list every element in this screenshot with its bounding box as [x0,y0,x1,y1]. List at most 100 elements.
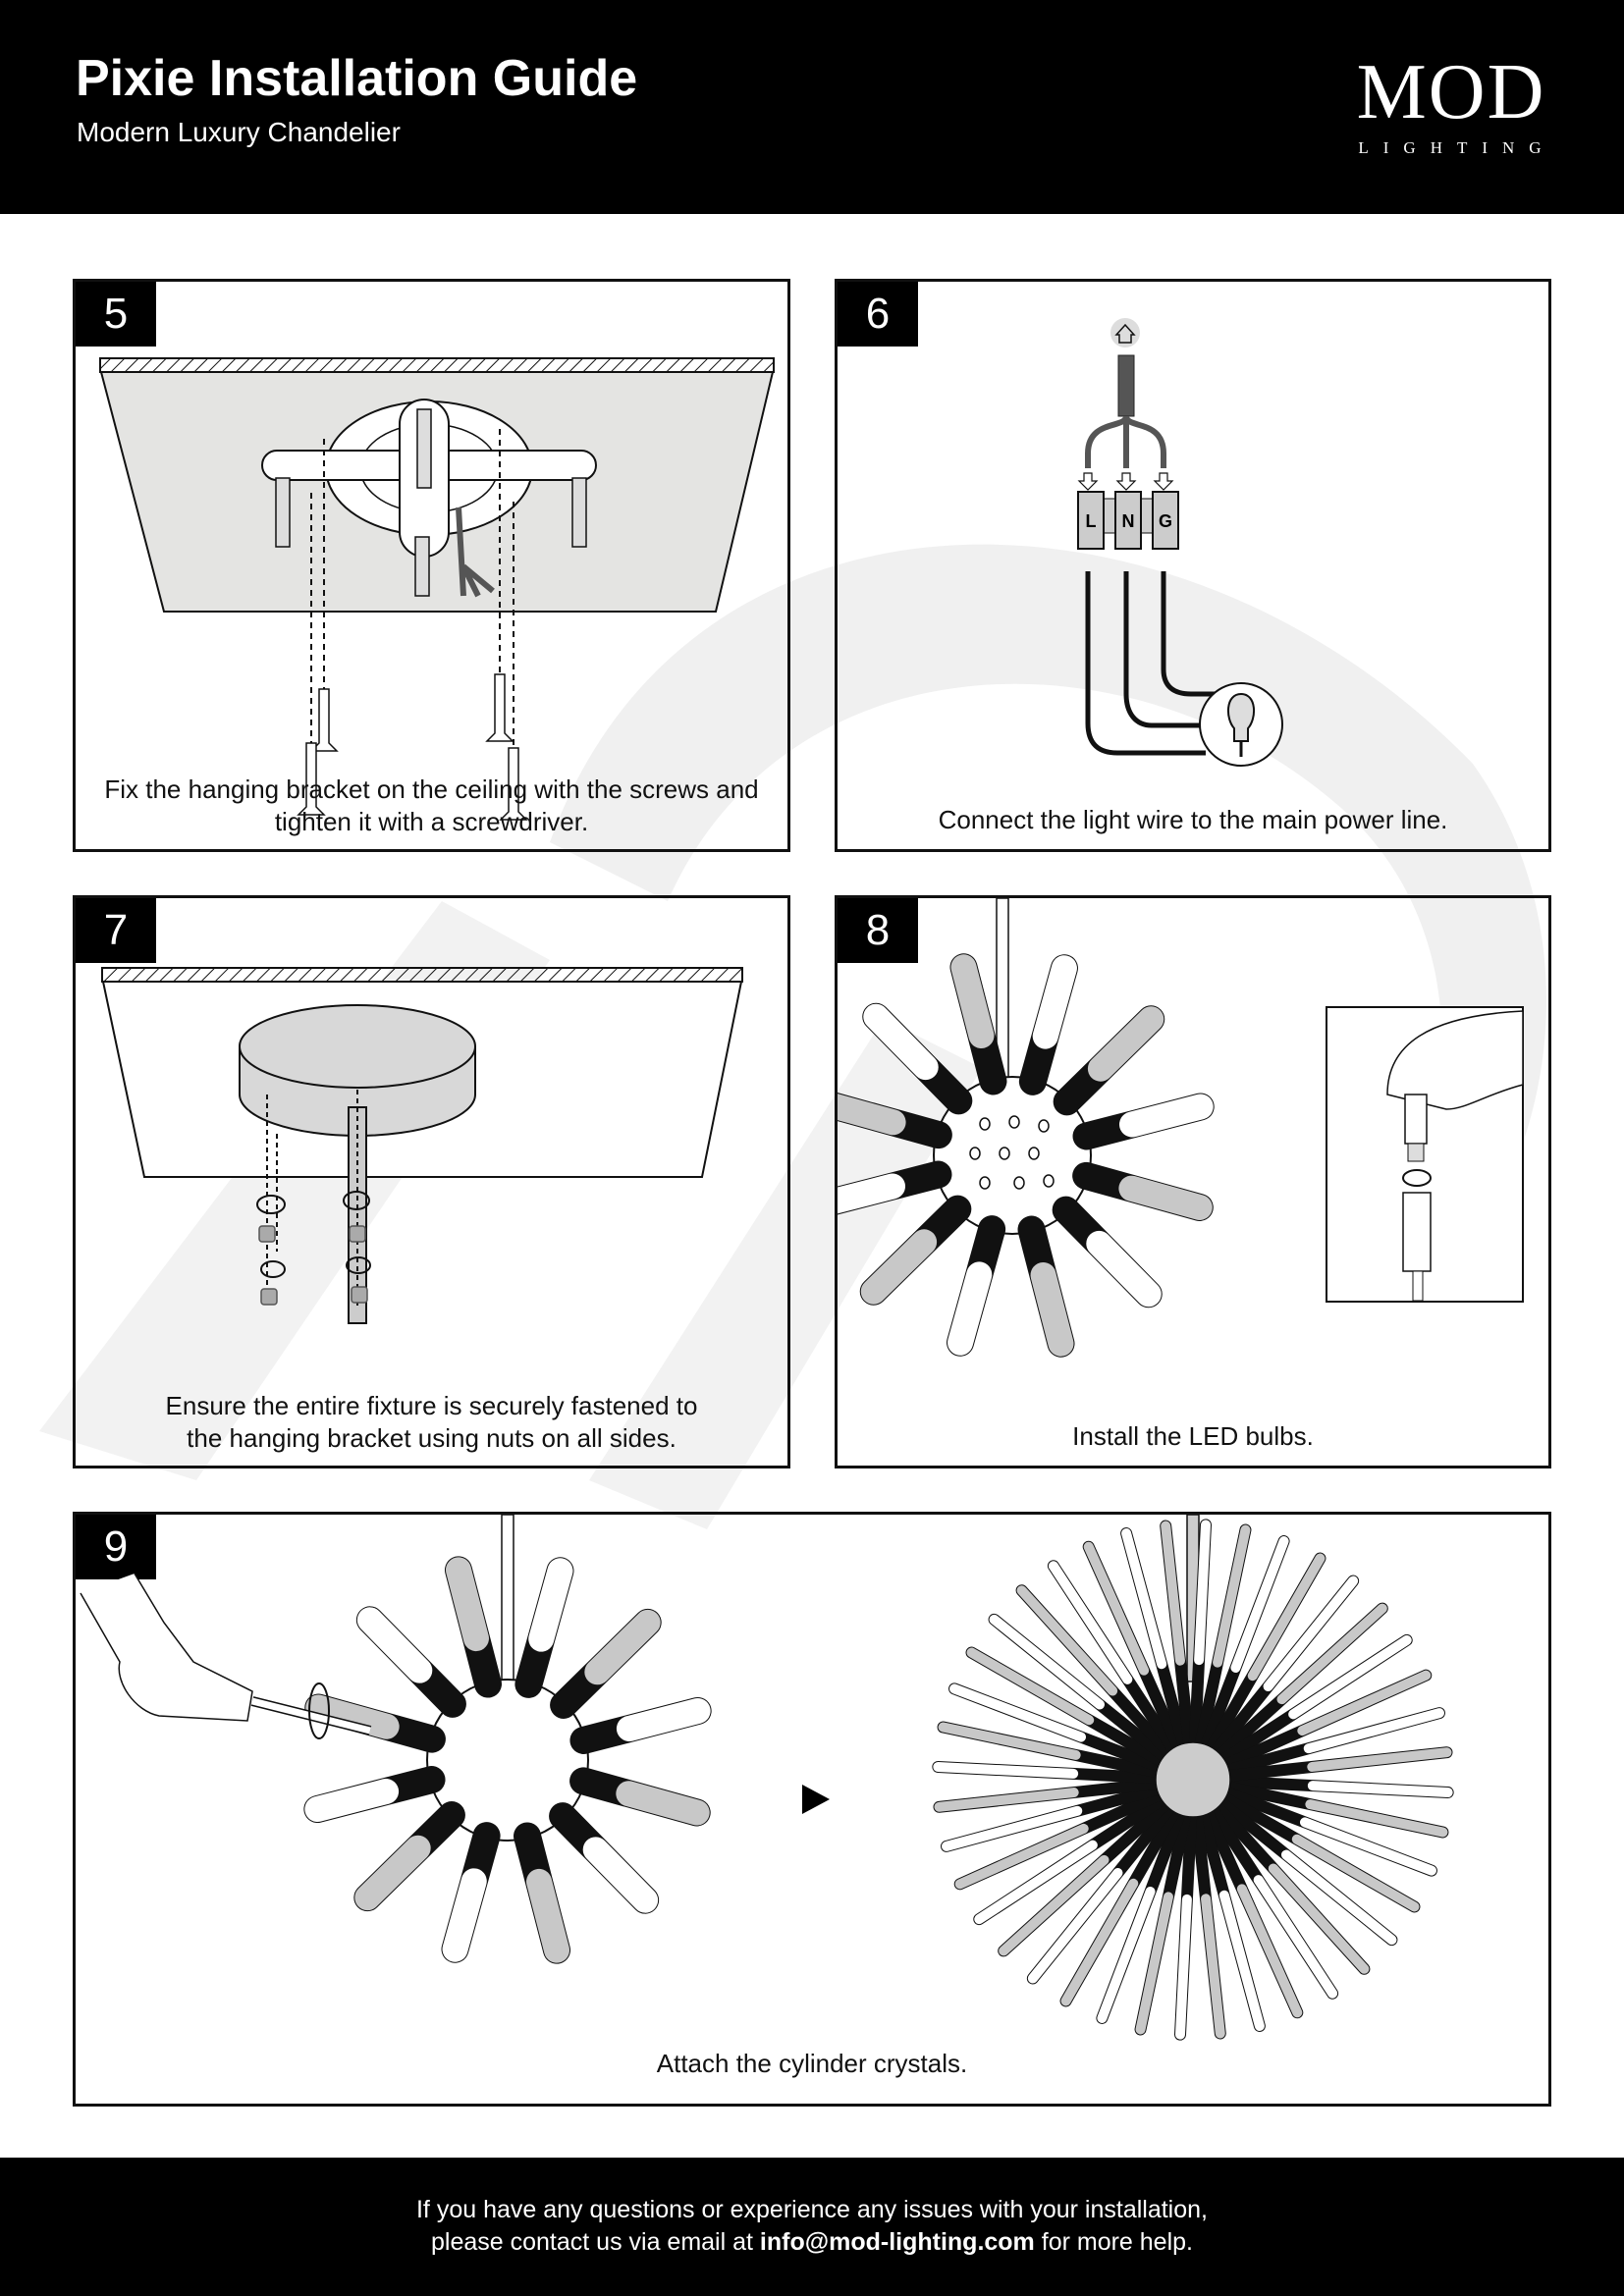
step-number: 7 [76,898,156,963]
page-footer: If you have any questions or experience … [0,2158,1624,2296]
crystal-cylinder [1194,1520,1211,1666]
socket [1402,1192,1432,1272]
step-number: 6 [838,282,918,347]
crystal-cylinder [1268,1863,1370,1974]
crystal-cylinder [1121,1528,1167,1670]
crystal-cylinder [989,1614,1106,1710]
crystal-cylinder [1276,1603,1387,1705]
crystal-cylinder [950,954,995,1049]
crystal-cylinder [1201,1894,1225,2039]
rotate-icon [308,1682,330,1739]
crystal-cylinder [582,1837,659,1913]
house-icon-bg [1110,318,1140,347]
crystal-cylinder [947,1261,993,1356]
footer-text: for more help. [1034,2228,1193,2256]
crystal-cylinder [1297,1670,1432,1736]
step-number: 5 [76,282,156,347]
rotate-arrows [256,1191,371,1278]
page-header: Pixie Installation Guide Modern Luxury C… [0,0,1624,214]
crystal-cylinder [304,1779,400,1823]
ceiling-hatch [99,357,775,373]
step-5-panel: 5 Fix the hanging bracket on the ceiling… [73,279,790,852]
caption-line: Ensure the entire fixture is securely fa… [165,1391,698,1420]
crystal-cylinder [1291,1834,1420,1912]
power-wires [456,507,495,598]
crystal-cylinder [1086,1230,1162,1308]
terminal-label-l: L [1086,511,1097,531]
step-number: 9 [76,1515,156,1579]
crystal-cylinder [1263,1575,1359,1692]
step-caption: Fix the hanging bracket on the ceiling w… [76,774,787,838]
crystal-cylinder [942,1805,1083,1851]
crystal-cylinder [616,1697,711,1741]
crystal-cylinder [1032,955,1077,1049]
brand-logo: MOD LIGHTING [1330,51,1572,161]
chandelier-sphere [933,1076,1092,1235]
arrow-right-icon [802,1785,830,1814]
crystal-cylinder [966,1647,1095,1726]
caption-line: Connect the light wire to the main power… [938,805,1448,834]
screws [297,673,528,821]
crystal-cylinder [1060,1878,1139,2006]
crystal-cylinder [1236,1884,1303,2018]
house-icon [1114,323,1136,344]
rotate-icon [1402,1169,1432,1187]
crystal-cylinder [1097,1886,1156,2023]
footer-text: please contact us via email at [431,2228,760,2256]
caption-line: Attach the cylinder crystals. [656,2049,968,2078]
caption-line: tighten it with a screwdriver. [274,807,589,836]
led-bulb [1404,1094,1428,1145]
crystal-cylinder [616,1781,710,1826]
terminal-label-g: G [1159,511,1172,531]
page-title: Pixie Installation Guide [76,50,638,107]
logo-wordmark: MOD [1356,49,1546,135]
crystal-cylinder [526,1868,570,1963]
crystal-cylinder [949,1683,1087,1742]
caption-line: the hanging bracket using nuts on all si… [187,1423,677,1453]
step-6-panel: 6 L N G Connect the light wire to the ma… [835,279,1551,852]
step-7-panel: 7 Ensure the entire fixture is securely … [73,895,790,1468]
crystal-cylinder [1307,1781,1453,1797]
crystal-cylinder [442,1868,487,1962]
crystal-cylinder [1118,1094,1214,1138]
step-caption: Install the LED bulbs. [838,1420,1548,1453]
crystal-cylinder [1280,1849,1397,1946]
step-caption: Connect the light wire to the main power… [838,804,1548,836]
crystal-cylinder [1218,1890,1265,2031]
crystal-cylinder [938,1722,1081,1760]
crystal-cylinder [1305,1799,1448,1838]
caption-line: Fix the hanging bracket on the ceiling w… [104,774,759,804]
crystal-cylinder [1247,1553,1326,1682]
crystal-cylinder [1213,1524,1251,1668]
led-bulb-illustration [838,898,1524,1358]
crystal-cylinder [934,1788,1079,1812]
crystal-cylinder [1048,1561,1133,1684]
crystal-cylinder [528,1558,573,1652]
nuts [258,1225,368,1306]
crystal-cylinder [863,1003,939,1081]
crystal-cylinder [933,1762,1079,1779]
crystal-cylinder [1161,1521,1185,1666]
crystal-rod [251,1697,371,1735]
crystal-cylinder [356,1607,433,1683]
caption-line: Install the LED bulbs. [1072,1421,1314,1451]
finished-sphere [1155,1741,1231,1818]
crystal-cylinder [1118,1175,1213,1220]
crystal-cylinder [1083,1541,1150,1676]
crystal-cylinder [1016,1585,1118,1696]
support-email-link[interactable]: info@mod-lighting.com [759,2228,1035,2256]
canopy-fastening-illustration [101,967,743,1324]
crystal-cylinder [974,1840,1098,1925]
crystal-cylinder [1135,1892,1173,2035]
crystal-cylinder [1253,1875,1338,1999]
chandelier-sphere [426,1679,589,1842]
step-caption: Ensure the entire fixture is securely fa… [76,1390,787,1455]
hand-icon [1386,1010,1524,1110]
terminal-label-n: N [1122,511,1135,531]
crystal-cylinder [1303,1708,1444,1754]
crystal-cylinder [1299,1817,1436,1876]
crystal-cylinder [354,1835,431,1911]
footer-line: If you have any questions or experience … [415,2196,1208,2223]
crystal-cylinder [445,1557,489,1652]
terminal-block [1077,491,1179,550]
